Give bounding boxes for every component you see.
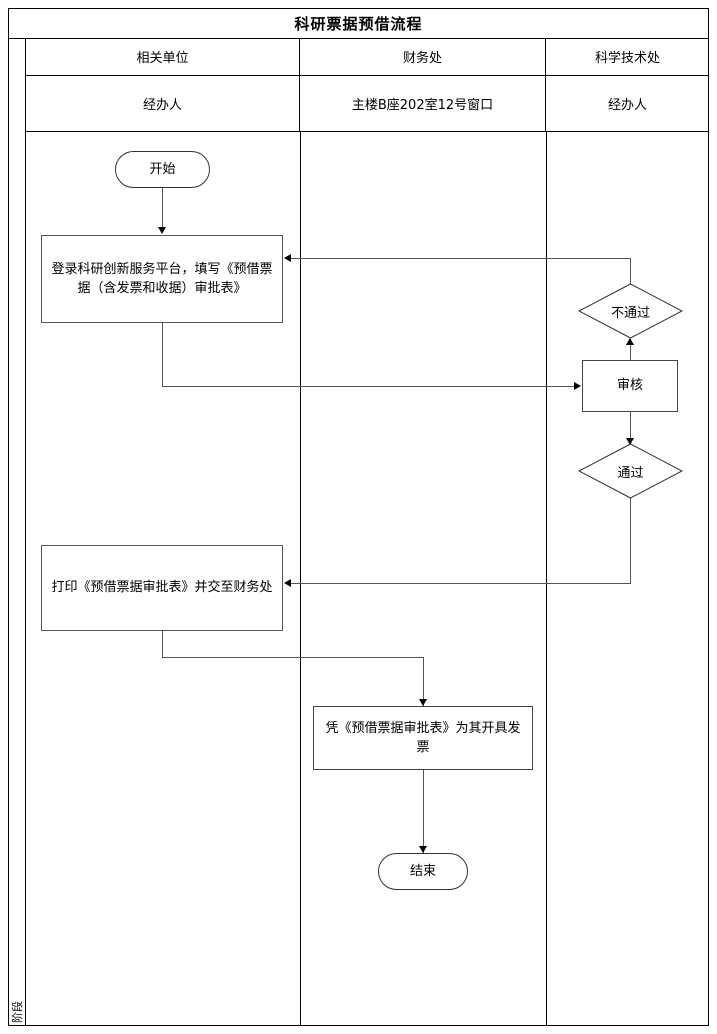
arrowhead-login-right <box>284 254 291 262</box>
arrowhead-reject-bottom <box>626 338 634 345</box>
stage-label: 阶段 <box>11 1001 24 1023</box>
arrowhead-review-left <box>574 382 581 390</box>
role-header-row: 经办人 主楼B座202室12号窗口 经办人 <box>26 76 709 132</box>
lane-separator-2 <box>546 132 547 1026</box>
node-review[interactable]: 审核 <box>582 360 678 412</box>
edge-reject-up <box>630 258 631 284</box>
node-invoice-label: 凭《预借票据审批表》为其开具发票 <box>325 720 521 756</box>
edge-invoice-to-end <box>423 770 424 853</box>
arrowhead-invoice-top <box>419 699 427 706</box>
node-end-label: 结束 <box>409 863 436 879</box>
arrowhead-end-top <box>419 846 427 853</box>
arrowhead-print-right <box>284 579 291 587</box>
lane-separator-1 <box>300 132 301 1026</box>
node-reject-label: 不通过 <box>610 305 650 321</box>
department-header-row: 相关单位 财务处 科学技术处 <box>26 38 709 76</box>
node-pass[interactable]: 通过 <box>578 443 683 499</box>
node-reject[interactable]: 不通过 <box>578 283 683 339</box>
edge-login-down <box>162 323 163 386</box>
edge-pass-to-print <box>290 583 631 584</box>
node-invoice[interactable]: 凭《预借票据审批表》为其开具发票 <box>313 706 533 770</box>
node-print-label: 打印《预借票据审批表》并交至财务处 <box>51 580 273 596</box>
node-print[interactable]: 打印《预借票据审批表》并交至财务处 <box>41 545 283 631</box>
node-end[interactable]: 结束 <box>378 853 468 890</box>
arrowhead-login-top <box>158 227 166 234</box>
edge-review-to-reject <box>630 339 631 361</box>
role-header-cell-3: 经办人 <box>607 98 647 113</box>
edge-review-to-pass <box>630 412 631 443</box>
edge-reject-to-login <box>290 258 631 259</box>
edge-print-down <box>162 631 163 658</box>
arrowhead-pass-top <box>626 438 634 445</box>
flowchart-table <box>8 38 709 1026</box>
department-header-cell-2: 财务处 <box>300 38 546 75</box>
node-pass-label: 通过 <box>617 465 644 481</box>
edge-login-to-review <box>162 386 575 387</box>
node-login[interactable]: 登录科研创新服务平台，填写《预借票据（含发票和收据）审批表》 <box>41 235 283 323</box>
role-header-cell-2: 主楼B座202室12号窗口 <box>300 76 546 131</box>
node-start-label: 开始 <box>149 161 176 177</box>
edge-print-to-invoice <box>423 657 424 706</box>
node-login-label: 登录科研创新服务平台，填写《预借票据（含发票和收据）审批表》 <box>51 261 273 297</box>
page-title: 科研票据预借流程 <box>8 8 709 39</box>
role-header-cell-1: 经办人 <box>26 76 300 131</box>
edge-print-across <box>162 657 424 658</box>
edge-start-to-login <box>162 188 163 228</box>
node-start[interactable]: 开始 <box>115 151 210 188</box>
edge-pass-down <box>630 497 631 583</box>
department-header-cell-1: 相关单位 <box>26 38 300 75</box>
stage-column: 阶段 <box>8 38 26 1026</box>
node-review-label: 审核 <box>616 378 643 394</box>
department-header-cell-3: 科学技术处 <box>594 51 660 66</box>
